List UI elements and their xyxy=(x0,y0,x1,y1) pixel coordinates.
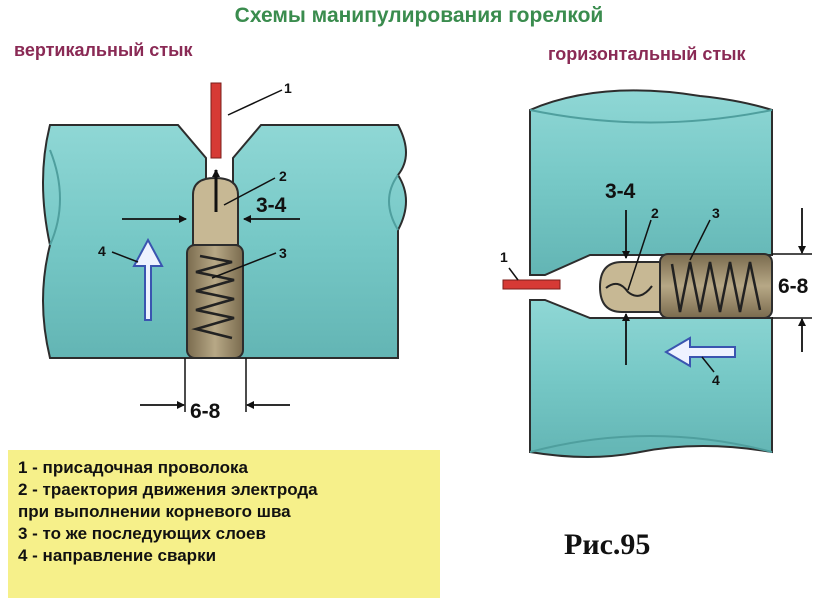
left-label-1: 1 xyxy=(284,80,292,96)
legend-item: 1 - присадочная проволока xyxy=(18,458,248,477)
right-label-2: 2 xyxy=(651,205,659,221)
right-label-4: 4 xyxy=(712,372,720,388)
left-pipe-section xyxy=(42,82,407,359)
horizontal-joint-subtitle: горизонтальный стык xyxy=(548,44,746,64)
right-leaders xyxy=(508,208,812,373)
right-gap-dimension: 3-4 xyxy=(605,180,636,203)
right-label-3: 3 xyxy=(712,205,720,221)
legend-item: 2 - траектория движения электрода xyxy=(18,480,318,499)
legend-box: 1 - присадочная проволока 2 - траектория… xyxy=(8,450,440,598)
right-width-dimension: 6-8 xyxy=(778,275,809,298)
legend-item: при выполнении корневого шва xyxy=(18,502,291,521)
right-pipe-section xyxy=(502,89,773,458)
vertical-joint-subtitle: вертикальный стык xyxy=(14,40,193,60)
legend-item: 4 - направление сварки xyxy=(18,546,217,565)
left-label-2: 2 xyxy=(279,168,287,184)
right-label-1: 1 xyxy=(500,249,508,265)
legend-item: 3 - то же последующих слоев xyxy=(18,524,266,543)
left-gap-dimension: 3-4 xyxy=(256,194,287,217)
left-label-4: 4 xyxy=(98,243,106,259)
left-label-3: 3 xyxy=(279,245,287,261)
page-title: Схемы манипулирования горелкой xyxy=(234,4,604,27)
figure-label: Рис.95 xyxy=(564,528,651,561)
left-leaders xyxy=(111,89,300,412)
left-width-dimension: 6-8 xyxy=(190,400,221,423)
